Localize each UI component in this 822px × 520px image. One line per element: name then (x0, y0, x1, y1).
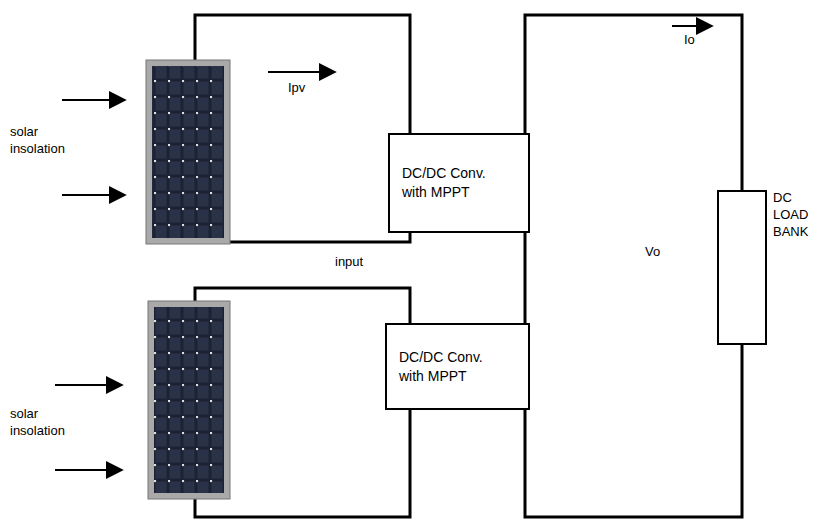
solar-panel (146, 60, 230, 244)
node-text: DC LOAD BANK (773, 190, 813, 241)
arrows (55, 26, 712, 470)
current-label: Ipv (288, 80, 328, 97)
converter-box: DC/DC Conv. with MPPT (388, 133, 530, 233)
node-text: DC/DC Conv. with MPPT (399, 348, 499, 386)
voltage-label: Vo (645, 244, 675, 261)
wire (524, 233, 527, 323)
wire (525, 15, 742, 190)
converter-box: DC/DC Conv. with MPPT (385, 323, 530, 410)
port-label: input (335, 254, 385, 271)
solar-panel (148, 301, 230, 499)
node-text: DC/DC Conv. with MPPT (402, 164, 502, 202)
wire (525, 345, 742, 517)
load-bank: DC LOAD BANK (717, 190, 767, 345)
current-label: Io (684, 32, 714, 49)
insolation-label: solar insolation (10, 124, 80, 158)
insolation-label: solar insolation (10, 406, 80, 440)
